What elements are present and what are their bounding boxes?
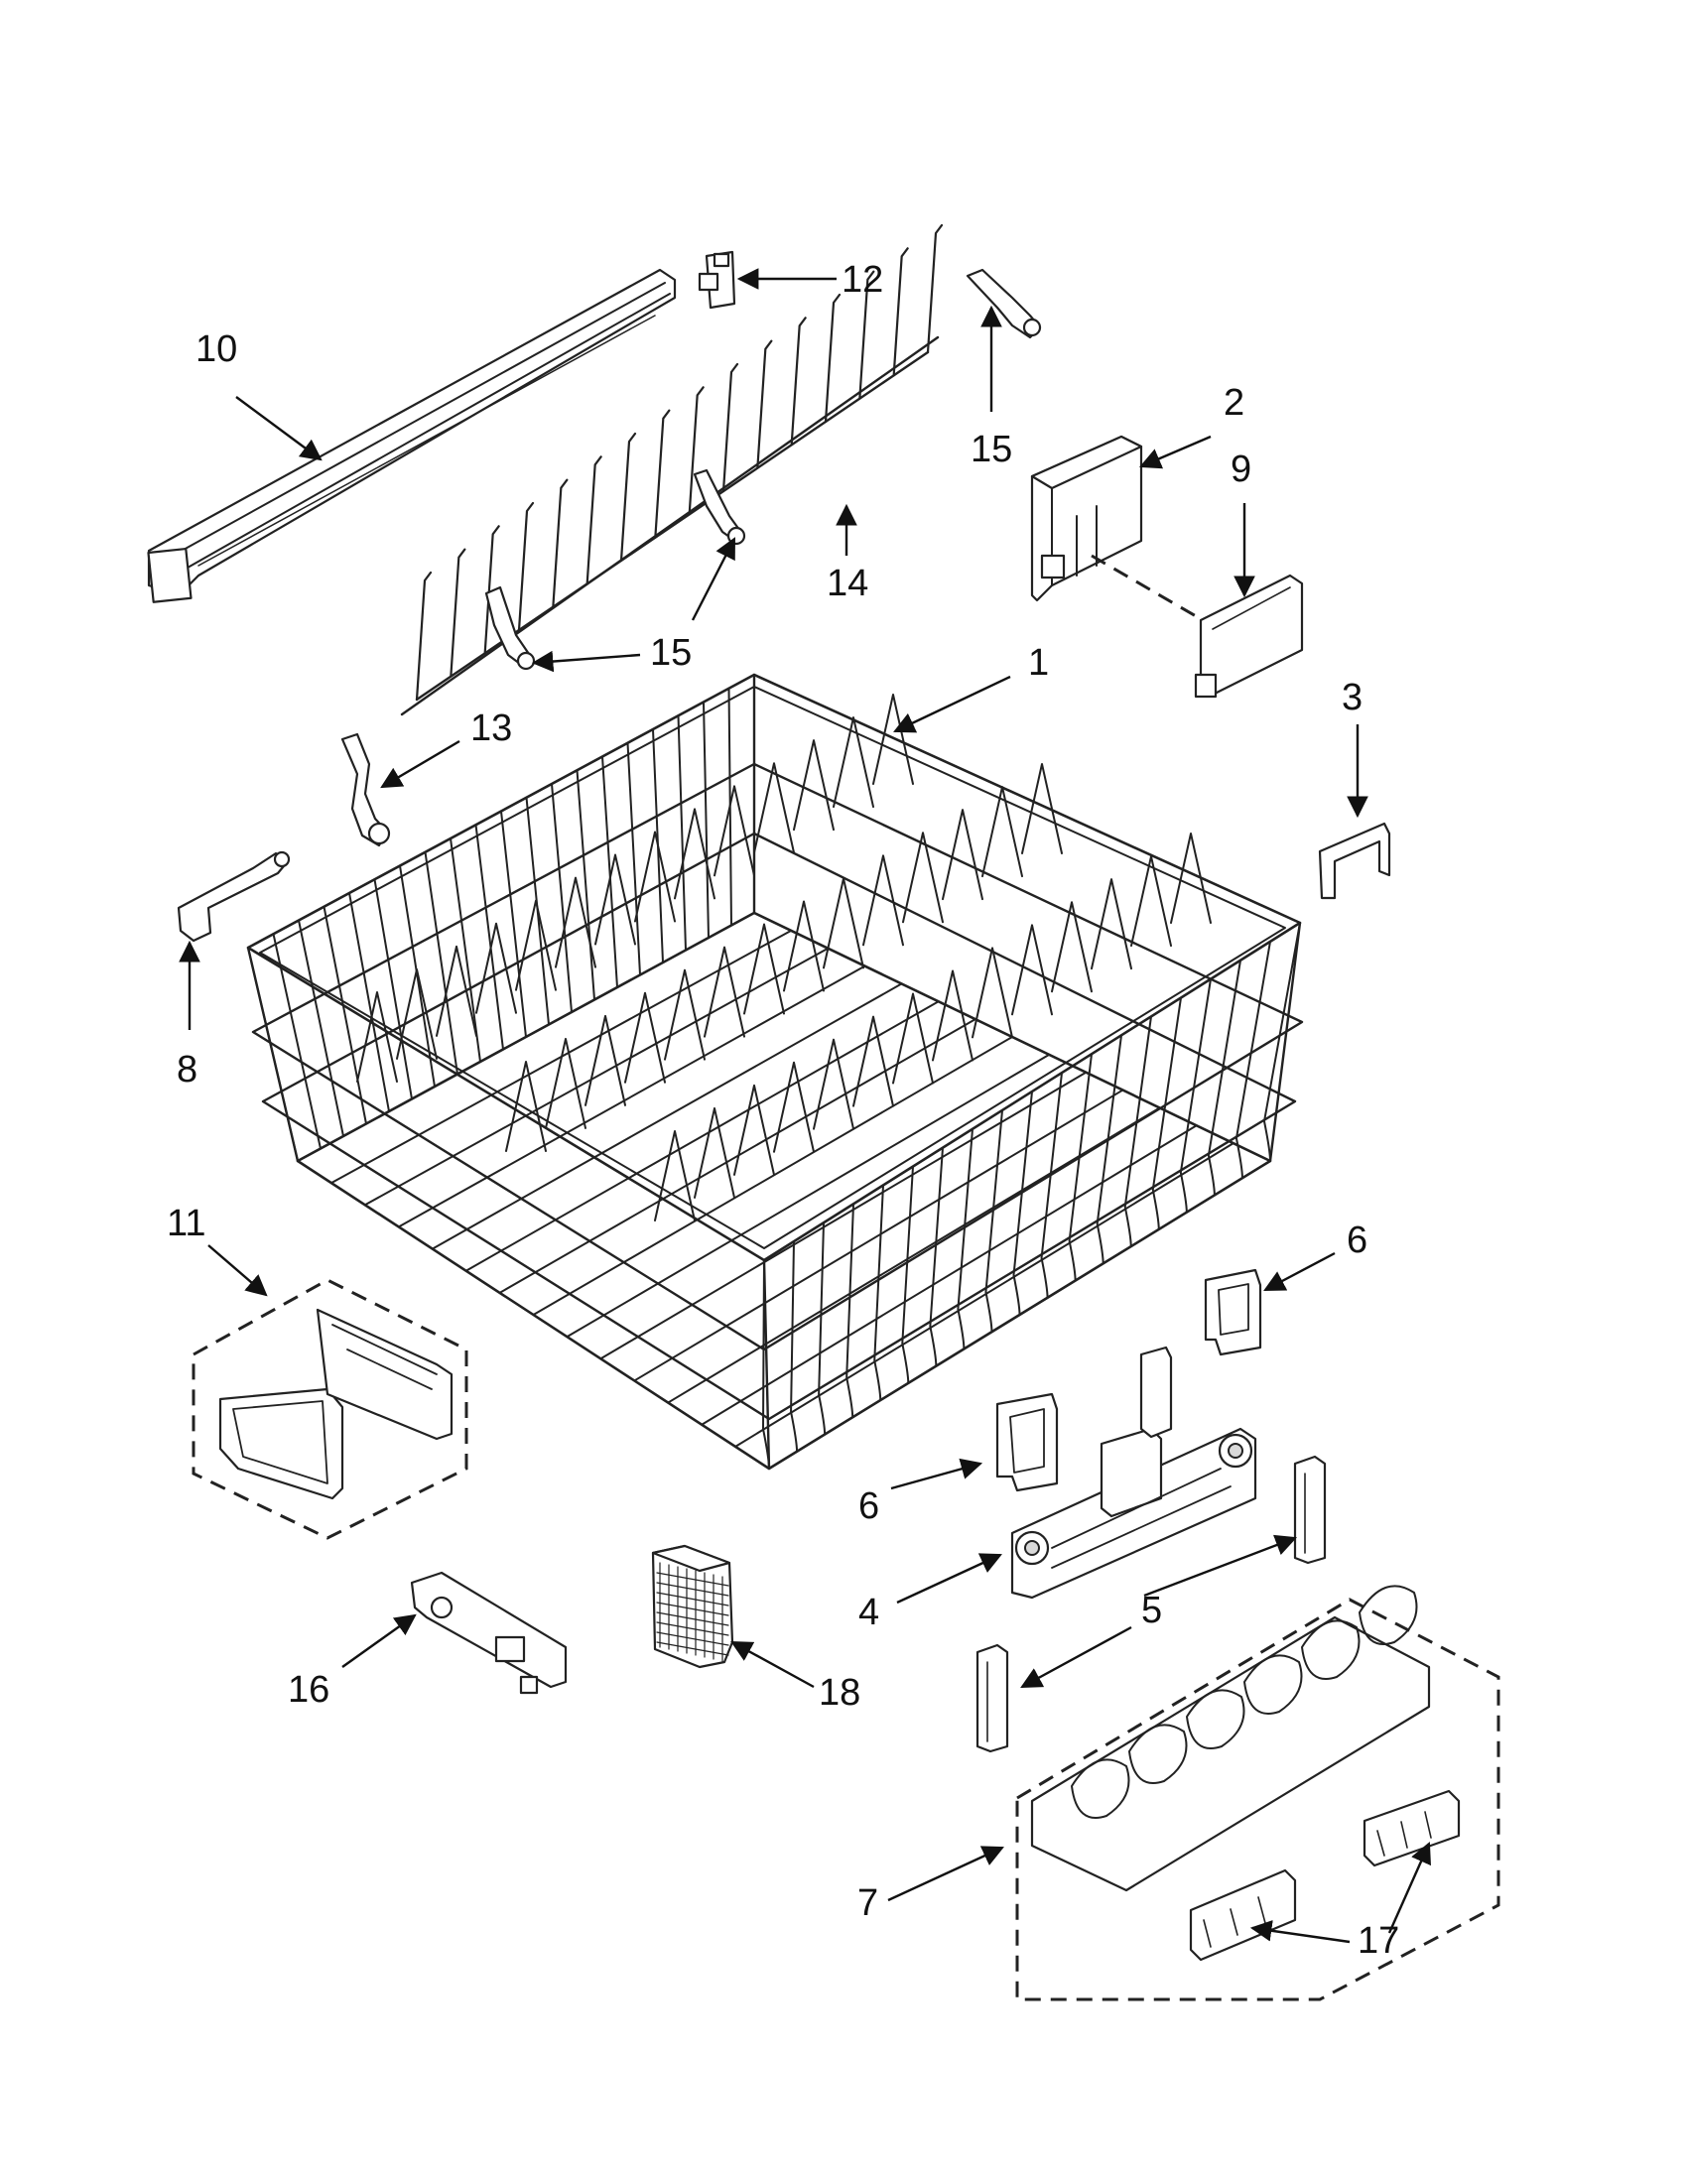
callout-7: 7	[857, 1882, 878, 1924]
rack-stop-clip-part	[1318, 822, 1391, 900]
callout-12: 12	[842, 259, 883, 301]
wire-clip-part	[340, 732, 391, 847]
tine-hook-part-lower	[484, 468, 746, 671]
callout-15-upper: 15	[971, 429, 1012, 470]
handle-assembly-group	[192, 1278, 468, 1540]
slide-clip-part-lower	[995, 1392, 1059, 1492]
callout-4: 4	[858, 1592, 879, 1633]
callout-10: 10	[195, 328, 237, 370]
upper-rack-part	[246, 673, 1304, 1471]
rack-lever-part	[177, 850, 291, 943]
callout-1: 1	[1028, 642, 1049, 684]
callout-15-lower: 15	[650, 632, 692, 674]
callout-6-lower: 6	[858, 1485, 879, 1527]
rack-adjuster-part	[1010, 1346, 1257, 1600]
tine-hook-part-upper	[966, 268, 1042, 339]
silverware-basket-part	[651, 1544, 734, 1669]
assembly-link-dashed	[1091, 554, 1204, 622]
callout-9: 9	[1231, 449, 1251, 490]
callout-13: 13	[470, 707, 512, 749]
callout-16: 16	[288, 1669, 329, 1711]
cup-shelf-assembly-group	[1015, 1585, 1500, 2001]
adjuster-cover-part	[1194, 574, 1304, 699]
rack-rail-part	[147, 268, 677, 603]
callout-2: 2	[1224, 382, 1244, 424]
rack-latch-part	[410, 1571, 568, 1695]
slide-clip-part-upper	[1204, 1268, 1262, 1356]
callout-labels: 12 10 2 15 9 14 15 1 3 13 8 11 6 6 4 5 1…	[167, 259, 1399, 1962]
callout-17: 17	[1358, 1920, 1399, 1962]
callout-11: 11	[167, 1203, 205, 1244]
rack-clip-part	[698, 250, 736, 310]
leader-arrows	[179, 268, 1431, 1944]
shelf-clip-part-lower	[1189, 1868, 1297, 1962]
adjuster-housing-part	[1030, 435, 1143, 602]
callout-5: 5	[1141, 1590, 1162, 1631]
callout-18: 18	[819, 1672, 860, 1714]
shelf-clip-part-upper	[1363, 1789, 1461, 1867]
adjuster-rail-part-right	[1293, 1455, 1327, 1565]
adjuster-rail-part-left	[975, 1643, 1009, 1753]
callout-6-upper: 6	[1347, 1220, 1367, 1261]
callout-3: 3	[1342, 677, 1363, 718]
callout-8: 8	[177, 1049, 197, 1091]
callout-14: 14	[827, 563, 868, 604]
